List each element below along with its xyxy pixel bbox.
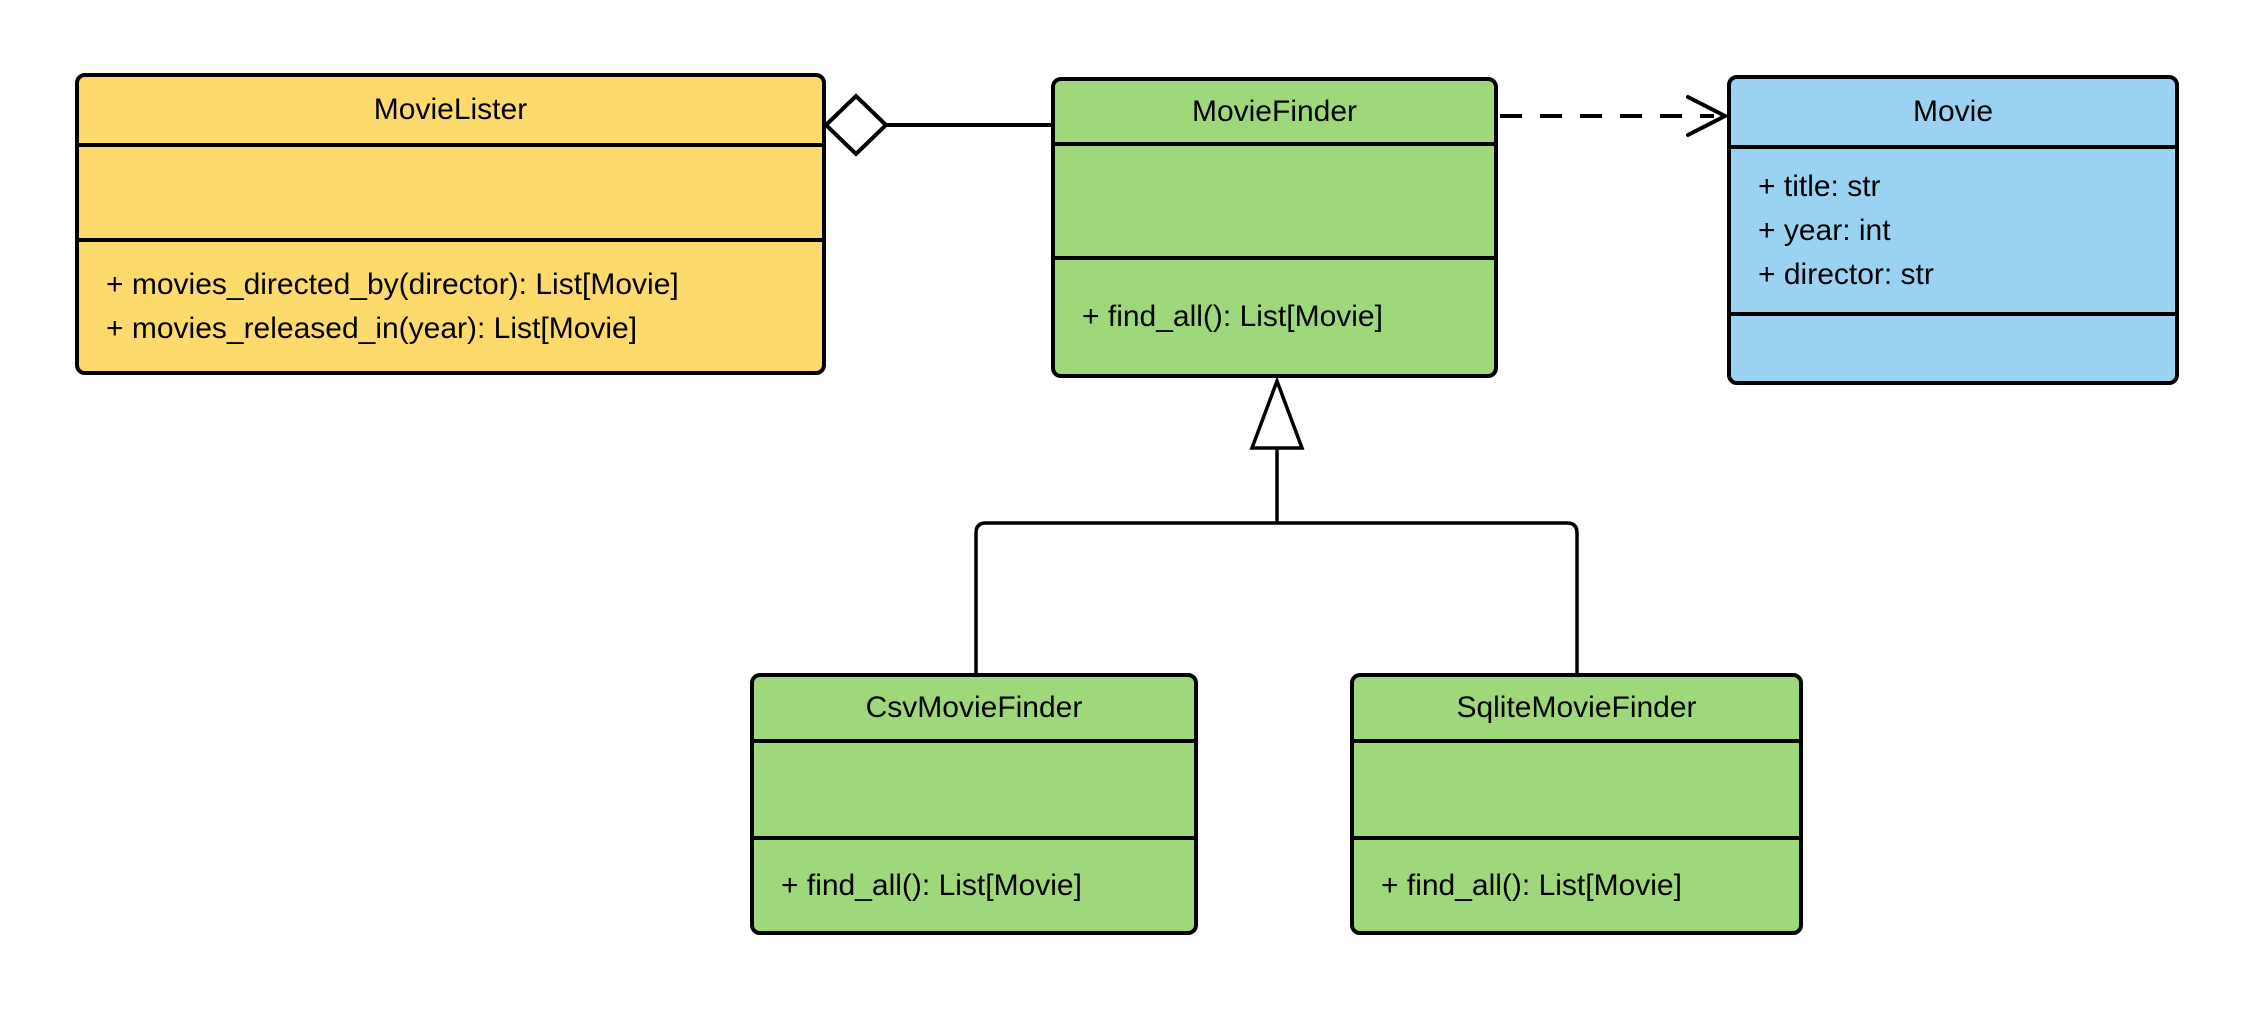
attributes-section-sqlitemoviefinder: [1354, 743, 1799, 840]
class-title-movielister: MovieLister: [79, 77, 822, 147]
attributes-section-movielister: [79, 147, 822, 242]
class-title-sqlitemoviefinder: SqliteMovieFinder: [1354, 677, 1799, 743]
inheritance-triangle-icon[interactable]: [1249, 375, 1305, 450]
dependency-open-arrowhead-icon[interactable]: [1686, 95, 1730, 137]
attributes-section-movie: + title: str + year: int + director: str: [1731, 149, 2175, 316]
methods-section-movielister: + movies_directed_by(director): List[Mov…: [79, 242, 822, 371]
methods-section-moviefinder: + find_all(): List[Movie]: [1055, 260, 1494, 374]
methods-section-sqlitemoviefinder: + find_all(): List[Movie]: [1354, 840, 1799, 931]
dependency-connector-moviefinder-movie[interactable]: [1500, 95, 1730, 137]
inheritance-connector-tree[interactable]: [974, 375, 1579, 674]
class-title-csvmoviefinder: CsvMovieFinder: [754, 677, 1194, 743]
attributes-section-moviefinder: [1055, 146, 1494, 260]
class-title-moviefinder: MovieFinder: [1055, 81, 1494, 146]
aggregation-connector-movielister-moviefinder[interactable]: [823, 93, 1053, 157]
aggregation-diamond-icon[interactable]: [823, 93, 889, 157]
methods-section-csvmoviefinder: + find_all(): List[Movie]: [754, 840, 1194, 931]
method-find-all-sqlitemoviefinder: + find_all(): List[Movie]: [1381, 868, 1682, 902]
class-box-csvmoviefinder[interactable]: CsvMovieFinder + find_all(): List[Movie]: [750, 673, 1198, 935]
method-movies-directed-by: + movies_directed_by(director): List[Mov…: [106, 267, 679, 301]
methods-section-movie: [1731, 316, 2175, 381]
method-movies-released-in: + movies_released_in(year): List[Movie]: [106, 311, 638, 345]
inheritance-branch-line[interactable]: [974, 521, 1579, 674]
class-box-sqlitemoviefinder[interactable]: SqliteMovieFinder + find_all(): List[Mov…: [1350, 673, 1803, 935]
class-box-movielister[interactable]: MovieLister + movies_directed_by(directo…: [75, 73, 826, 375]
attributes-section-csvmoviefinder: [754, 743, 1194, 840]
class-title-movie: Movie: [1731, 79, 2175, 149]
method-find-all-moviefinder: + find_all(): List[Movie]: [1082, 300, 1383, 333]
class-box-movie[interactable]: Movie + title: str + year: int + directo…: [1727, 75, 2179, 385]
attribute-title: + title: str: [1758, 169, 1881, 203]
method-find-all-csvmoviefinder: + find_all(): List[Movie]: [781, 868, 1082, 902]
class-box-moviefinder[interactable]: MovieFinder + find_all(): List[Movie]: [1051, 77, 1498, 378]
attribute-year: + year: int: [1758, 213, 1891, 247]
attribute-director: + director: str: [1758, 257, 1934, 291]
